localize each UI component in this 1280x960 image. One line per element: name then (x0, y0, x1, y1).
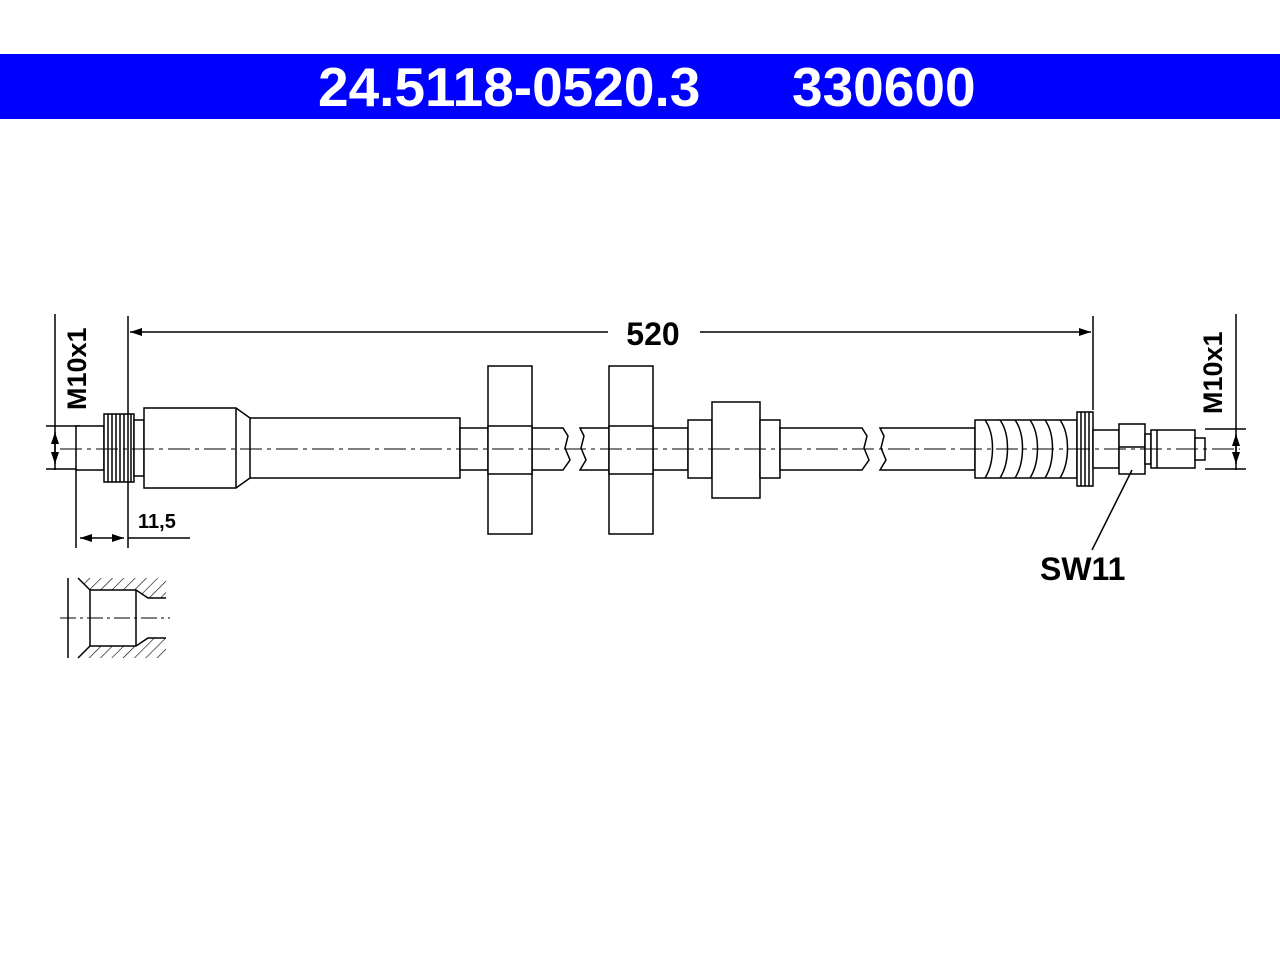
wrench-leader (1091, 469, 1133, 551)
right-thread-label: M10x1 (1198, 331, 1228, 414)
left-thread-label: M10x1 (62, 327, 92, 410)
length-label: 520 (626, 316, 679, 352)
right-thread-dimension (1205, 314, 1246, 470)
left-nut (75, 425, 105, 471)
part-number: 24.5118-0520.3 (318, 56, 701, 118)
offset-dimension (75, 470, 190, 548)
reference-number: 330600 (792, 56, 976, 118)
header-band (0, 54, 1280, 119)
section-detail (60, 577, 170, 659)
wrench-size-label: SW11 (1040, 551, 1125, 587)
left-ferrule (143, 407, 461, 489)
left-serrated-ring (103, 413, 135, 483)
left-collar (133, 419, 145, 477)
brake-hose (75, 365, 1206, 535)
offset-label: 11,5 (138, 511, 176, 533)
grommet-body (711, 401, 761, 499)
left-thread-dimension (46, 314, 80, 470)
